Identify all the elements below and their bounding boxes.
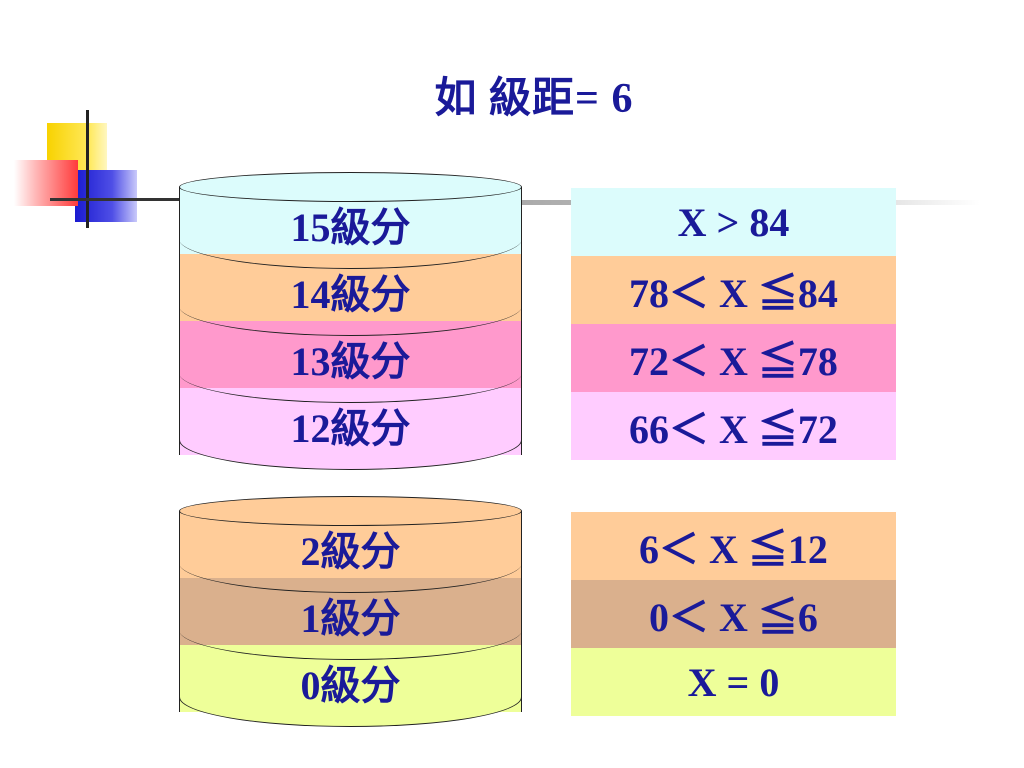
grade-label: 2級分 <box>300 528 401 574</box>
cylinder-band-stack: 2級分 1級分 0級分 <box>179 511 522 712</box>
cylinder-band: 14級分 <box>179 254 522 321</box>
slide-title: 如 級距= 6 <box>434 76 634 122</box>
horizontal-line-shape <box>50 198 180 201</box>
range-row: 0＜ X ≦6 <box>571 580 896 648</box>
grade-label: 1級分 <box>300 595 401 641</box>
cylinder-top-ellipse <box>179 496 522 526</box>
blue-square-shape <box>75 170 137 222</box>
cylinder-band-stack: 15級分 14級分 13級分 12級分 <box>179 187 522 455</box>
range-row: 78＜ X ≦84 <box>571 256 896 324</box>
grade-label: 14級分 <box>290 271 411 317</box>
cylinder-band: 13級分 <box>179 321 522 388</box>
cylinder-band: 1級分 <box>179 578 522 645</box>
vertical-line-shape <box>86 110 89 228</box>
grade-label: 0級分 <box>300 662 401 708</box>
range-row: 66＜ X ≦72 <box>571 392 896 460</box>
range-row: 72＜ X ≦78 <box>571 324 896 392</box>
grade-label: 15級分 <box>290 204 411 250</box>
range-row: 6＜ X ≦12 <box>571 512 896 580</box>
range-row: X > 84 <box>571 188 896 256</box>
range-row: X = 0 <box>571 648 896 716</box>
grade-label: 12級分 <box>290 405 411 451</box>
grade-label: 13級分 <box>290 338 411 384</box>
cylinder-top-ellipse <box>179 172 522 202</box>
